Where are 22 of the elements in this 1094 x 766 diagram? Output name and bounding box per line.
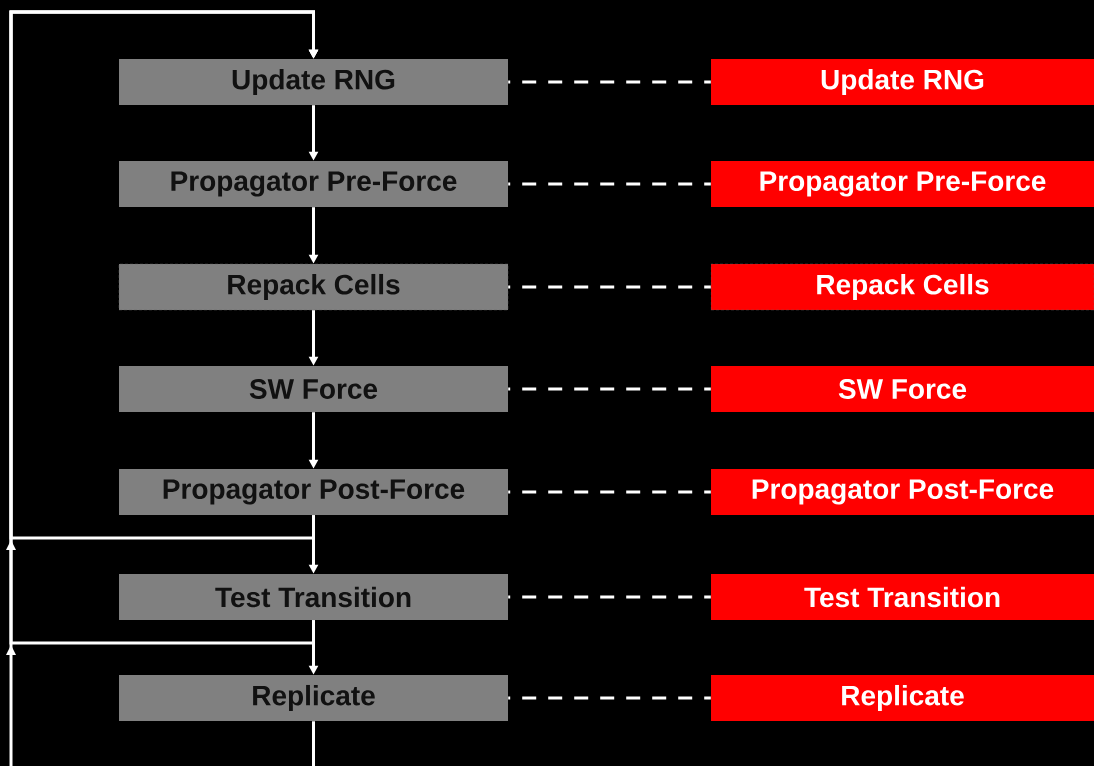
- process-box: Propagator Post-Force: [711, 469, 1094, 515]
- process-box: SW Force: [119, 366, 508, 412]
- dashed-line: [508, 696, 711, 700]
- dashed-line: [508, 285, 711, 289]
- process-box: Update RNG: [711, 59, 1094, 105]
- process-box: Repack Cells: [118, 263, 509, 311]
- arrow: [6, 10, 319, 766]
- process-box: Repack Cells: [710, 263, 1094, 311]
- process-box: Test Transition: [711, 574, 1094, 620]
- dashed-line: [508, 595, 711, 599]
- dashed-line: [508, 490, 711, 494]
- process-box: Update RNG: [119, 59, 508, 105]
- dashed-line: [508, 182, 711, 186]
- process-box: Replicate: [711, 675, 1094, 721]
- dashed-line: [508, 387, 711, 391]
- process-box: Propagator Pre-Force: [711, 161, 1094, 207]
- dashed-line: [508, 80, 711, 84]
- process-box: Test Transition: [119, 574, 508, 620]
- process-box: Propagator Post-Force: [119, 469, 508, 515]
- process-box: SW Force: [711, 366, 1094, 412]
- process-box: Propagator Pre-Force: [119, 161, 508, 207]
- process-box: Replicate: [119, 675, 508, 721]
